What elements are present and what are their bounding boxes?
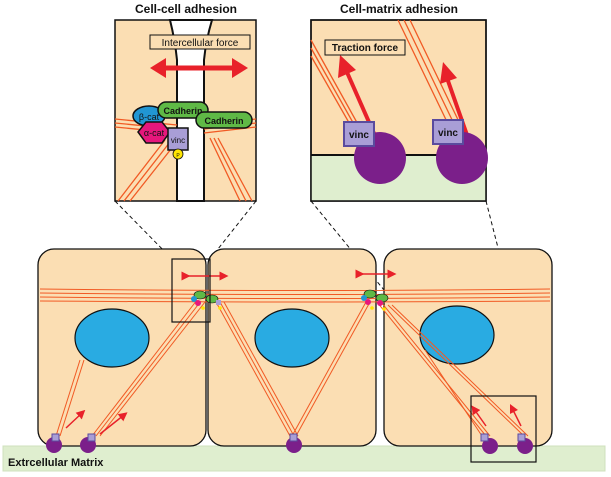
tissue-adhesions xyxy=(46,433,533,454)
svg-text:Cadherin: Cadherin xyxy=(163,106,202,116)
intercellular-force-label: Intercellular force xyxy=(162,38,239,49)
tissue-traction-arrows xyxy=(65,403,522,435)
vinculin-cm-left xyxy=(343,121,375,147)
cell-matrix-inset: Traction force vinc vinc xyxy=(310,19,488,202)
phosphate xyxy=(172,148,184,160)
svg-text:P: P xyxy=(176,153,180,159)
traction-force-label: Traction force xyxy=(332,43,399,54)
nucleus-1 xyxy=(74,308,150,368)
svg-text:vinc: vinc xyxy=(171,136,185,145)
actin-cables xyxy=(39,288,551,437)
ecm-label: Extrcellular Matrix xyxy=(8,457,104,469)
vinculin-cm-right xyxy=(432,119,464,145)
cell-matrix-title: Cell-matrix adhesion xyxy=(340,2,458,16)
cell-cell-inset: Intercellular force β-cat Cadherin Cadhe… xyxy=(114,19,257,202)
cell-2 xyxy=(207,248,377,447)
svg-text:Cadherin: Cadherin xyxy=(204,116,243,126)
tissue-junctions xyxy=(181,269,397,311)
svg-text:vinc: vinc xyxy=(349,130,369,141)
svg-text:β-cat: β-cat xyxy=(139,112,160,122)
nucleus-2 xyxy=(254,308,330,368)
ecm-strip xyxy=(2,445,606,472)
zoom-box-cell-cell xyxy=(171,258,211,323)
nucleus-3 xyxy=(419,305,495,365)
svg-text:vinc: vinc xyxy=(438,128,458,139)
cadherin-right xyxy=(195,111,253,129)
zoom-box-cell-matrix xyxy=(470,395,537,463)
cell-cell-title: Cell-cell adhesion xyxy=(135,2,237,16)
svg-text:α-cat: α-cat xyxy=(144,128,165,138)
cadherin-left xyxy=(157,101,209,119)
cell-3 xyxy=(383,248,553,447)
